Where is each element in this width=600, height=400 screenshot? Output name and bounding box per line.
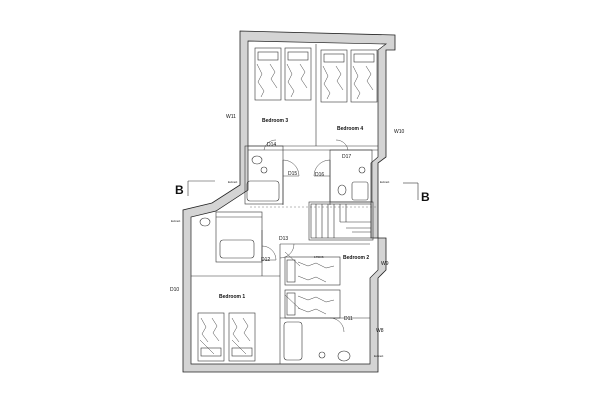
door-tag-d14: D14 (267, 142, 276, 148)
room-label-bedroom-1: Bedroom 1 (219, 294, 245, 300)
section-marker-left: B (175, 180, 215, 197)
room-label-bedroom-3: Bedroom 3 (262, 118, 288, 124)
bed-bedroom-2 (284, 256, 341, 319)
room-label-bedroom-4: Bedroom 4 (337, 126, 363, 132)
door-tag-d15: D15 (288, 171, 297, 177)
note-extract-3: Extract (380, 180, 390, 184)
section-marker-right: B (403, 182, 430, 204)
door-tag-d12: D12 (261, 257, 270, 263)
door-tag-d16: D16 (315, 172, 324, 178)
door-tag-d13: D13 (279, 236, 288, 242)
door-tag-d10: D10 (170, 287, 179, 293)
beds-bedroom-1 (197, 312, 256, 362)
beds-bedroom-3 (254, 47, 312, 101)
note-bed-size: 1750 B (314, 255, 324, 259)
door-tag-d11: D11 (344, 316, 353, 322)
partition-walls (191, 44, 378, 364)
room-label-bedroom-2: Bedroom 2 (343, 255, 369, 261)
section-label-left: B (175, 183, 184, 197)
note-extract-1: Extract (228, 180, 238, 184)
window-tag-w11: W11 (226, 114, 236, 120)
door-tag-d17: D17 (342, 154, 351, 160)
bathroom-fixtures (199, 155, 369, 362)
beds-bedroom-4 (320, 49, 378, 103)
door-swings (199, 139, 349, 355)
window-tag-w9: W9 (381, 261, 389, 267)
section-label-right: B (421, 190, 430, 204)
note-extract-4: Extract (374, 354, 384, 358)
note-extract-2: Extract (171, 219, 181, 223)
staircase (310, 203, 372, 239)
window-tag-w10: W10 (394, 129, 405, 135)
window-tag-w8: W8 (376, 328, 384, 334)
outer-walls (182, 30, 396, 373)
